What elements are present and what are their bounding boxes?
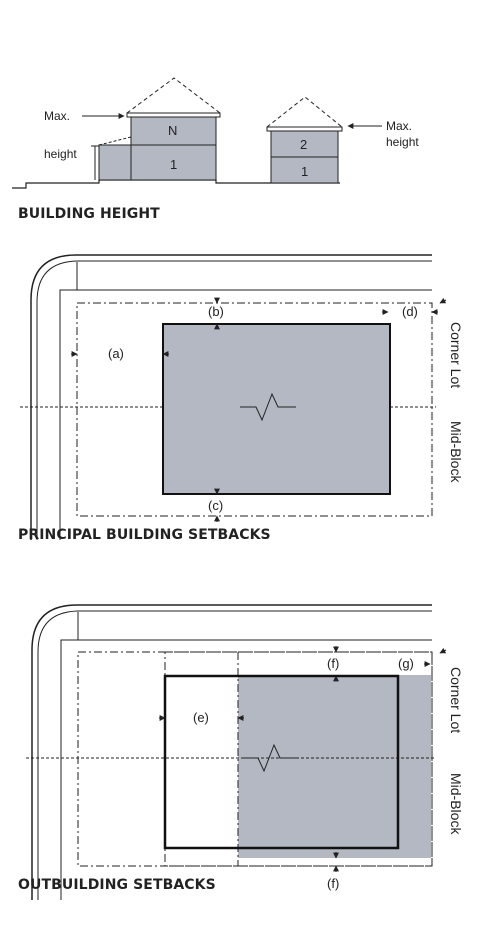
outbuilding-setbacks-title: OUTBUILDING SETBACKS	[18, 877, 216, 893]
principal-setbacks-title: PRINCIPAL BUILDING SETBACKS	[18, 527, 271, 543]
corner-lot-label: Corner Lot	[448, 322, 464, 388]
street-curb-outer	[31, 604, 432, 900]
setback-label-f-bottom: (f)	[327, 876, 339, 891]
street-curb-inner	[37, 610, 432, 900]
corner-lot-label: Corner Lot	[448, 667, 464, 733]
setback-label-f-top: (f)	[327, 656, 339, 671]
principal-building-footprint	[162, 323, 391, 495]
setback-label-d: (d)	[402, 304, 418, 319]
street-curb-outer	[30, 254, 432, 540]
break-symbol	[240, 392, 296, 422]
right-height-label: height	[386, 135, 419, 149]
right-lower-floor-label: 1	[301, 164, 308, 179]
sidewalk-edge	[60, 639, 432, 900]
mid-block-label: Mid-Block	[448, 421, 464, 483]
mid-block-label: Mid-Block	[448, 773, 464, 835]
setback-label-c: (c)	[208, 498, 223, 513]
principal-setbacks-diagram: (a) (b) (c) (d) Corner Lot Mid-Block	[20, 254, 464, 540]
right-upper-floor-label: 2	[300, 137, 307, 152]
principal-building-outline	[163, 674, 400, 850]
setback-label-a: (a)	[108, 346, 124, 361]
street-curb-inner	[36, 260, 432, 540]
setback-label-e: (e)	[193, 710, 209, 725]
lot-line	[76, 302, 433, 517]
annex-block	[98, 144, 132, 181]
setback-label-b: (b)	[208, 304, 224, 319]
left-max-label: Max.	[44, 109, 70, 123]
right-max-label: Max.	[386, 119, 412, 133]
building-height-diagram: Max. height N 1 2 1 Max. height	[12, 77, 419, 189]
left-building-floor-1	[130, 144, 217, 181]
left-height-label: height	[44, 147, 77, 161]
ground-line	[12, 179, 340, 189]
outbuilding-setbacks-diagram: (e) (f) (f) (g) Corner Lot Mid-Block	[26, 604, 464, 900]
setback-label-g: (g)	[398, 656, 414, 671]
right-roof-envelope	[266, 96, 343, 128]
right-building-floor-2	[270, 130, 339, 158]
outbuilding-zone	[238, 675, 431, 858]
left-building-floor-n	[130, 116, 217, 146]
left-roof-envelope	[126, 77, 221, 114]
left-lower-floor-label: 1	[170, 157, 177, 172]
building-height-title: BUILDING HEIGHT	[18, 206, 160, 222]
break-symbol	[242, 743, 298, 773]
left-upper-floor-label: N	[168, 123, 177, 138]
